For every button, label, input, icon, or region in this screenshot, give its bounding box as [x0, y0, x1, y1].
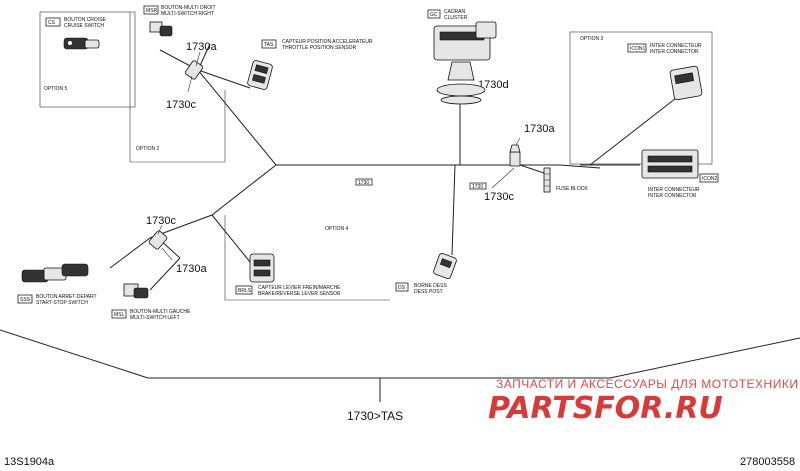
msl-name-en: MULTI-SWITCH LEFT — [130, 315, 180, 321]
option-2-label: OPTION 2 — [136, 146, 160, 152]
msr-code: MSR — [146, 8, 158, 14]
brls-code: BRLS — [238, 288, 252, 294]
msr-name-fr: BOUTON-MULTI DROIT — [161, 5, 216, 11]
callout-1730c-left: 1730c — [146, 215, 176, 227]
brls-connector-icon — [249, 253, 275, 283]
splice-left-icon — [148, 230, 168, 250]
footer-right-code: 278003558 — [740, 456, 795, 468]
wire-tags: 1730 1730 FUSE BLOCK — [355, 167, 588, 193]
option-3-label: OPTION 3 — [580, 36, 604, 42]
splice-top-icon — [184, 60, 204, 80]
splice-right-icon — [509, 144, 521, 167]
wire-boot-icon — [436, 61, 486, 105]
multi-switch-left: MSL BOUTON-MULTI GAUCHE MULTI-SWITCH LEF… — [111, 283, 191, 321]
tas-connector-icon — [247, 60, 273, 90]
callout-1730a-right: 1730a — [524, 123, 555, 135]
gauge-cluster: GC CADRAN CLUSTER — [427, 9, 497, 105]
cruise-switch: CS BOUTON CROISE CRUISE SWITCH — [45, 17, 107, 50]
cruise-switch-code: CS — [48, 20, 56, 26]
icon1-name-en: INTER CONNECTOR — [650, 49, 699, 55]
callout-1730d: 1730d — [478, 79, 509, 91]
harness-wires — [109, 43, 681, 291]
icon1-name-fr: INTER CONNECTEUR — [650, 43, 702, 49]
sss-code: SSS — [20, 297, 31, 303]
inter-connector-1: ICON1 INTER CONNECTEUR INTER CONNECTOR — [627, 43, 703, 101]
start-stop-switch: SSS BOUTON ARRET-DEPART START-STOP SWITC… — [17, 263, 97, 306]
watermark-logo: PARTSFOR.RU — [488, 391, 723, 426]
msr-connector-icon — [149, 21, 173, 37]
msl-connector-icon — [123, 283, 149, 299]
sss-connector-icon — [21, 263, 89, 283]
fuse-block-icon — [543, 167, 551, 193]
cruise-switch-name-fr: BOUTON CROISE — [64, 17, 107, 23]
icon2-code: ICON2 — [702, 176, 718, 182]
tas-name-en: THROTTLE POSITION SENSOR — [282, 45, 357, 51]
callout-1730c-right: 1730c — [484, 191, 514, 203]
throttle-position-sensor: TAS CAPTEUR POSITION ACCELERATEUR THROTT… — [247, 39, 373, 90]
option-frames: OPTION 5 OPTION 2 OPTION 3 OPTION 4 — [39, 11, 713, 301]
msr-name-en: MULTI-SWITCH RIGHT — [161, 11, 214, 17]
gc-name-fr: CADRAN — [444, 9, 466, 15]
brls-name-en: BRAKE/REVERSE LEVER SENSOR — [258, 291, 341, 297]
ds-name-fr: BORNE DESS — [414, 283, 447, 289]
gc-name-en: CLUSTER — [444, 15, 468, 21]
fuse-block-label: FUSE BLOCK — [556, 186, 588, 192]
sss-name-fr: BOUTON ARRET-DEPART — [36, 294, 97, 300]
wire-tag-right: 1730 — [472, 184, 483, 190]
option-5-label: OPTION 5 — [44, 86, 68, 92]
watermark: ЗАПЧАСТИ И АКСЕССУАРЫ ДЛЯ МОТОТЕХНИКИ PA… — [488, 377, 798, 426]
inter-connector-2-icon — [641, 149, 699, 179]
footer-left-code: 13S1904a — [4, 456, 55, 468]
brake-lever-sensor: BRLS CAPTEUR LEVIER FREIN/MARCHE BRAKE/R… — [235, 253, 341, 297]
multi-switch-right: MSR BOUTON-MULTI DROIT MULTI-SWITCH RIGH… — [143, 5, 216, 37]
brls-name-fr: CAPTEUR LEVIER FREIN/MARCHE — [258, 285, 341, 291]
icon2-name-fr: INTER CONNECTEUR — [648, 187, 700, 193]
cluster-connector-icon — [433, 21, 497, 61]
ds-name-en: DESS POST — [414, 289, 443, 295]
icon2-name-en: INTER CONNECTOR — [648, 193, 697, 199]
cruise-switch-connector-icon — [63, 37, 100, 50]
ds-code: DS — [398, 285, 406, 291]
watermark-tagline: ЗАПЧАСТИ И АКСЕССУАРЫ ДЛЯ МОТОТЕХНИКИ — [496, 377, 798, 391]
callouts: 1730a 1730c 1730c 1730a 1730d 1730a 1730… — [146, 41, 555, 275]
tas-name-fr: CAPTEUR POSITION ACCELERATEUR — [282, 39, 373, 45]
sss-name-en: START-STOP SWITCH — [36, 300, 88, 306]
dess-post-connector-icon — [433, 253, 457, 279]
msl-name-fr: BOUTON-MULTI GAUCHE — [130, 309, 191, 315]
msl-code: MSL — [114, 312, 125, 318]
cruise-switch-name-en: CRUISE SWITCH — [64, 23, 104, 29]
harness-bracket: 1730>TAS — [0, 329, 800, 423]
dess-post: DS BORNE DESS DESS POST — [395, 253, 457, 295]
gc-code: GC — [430, 12, 438, 18]
callout-1730a-top: 1730a — [186, 41, 217, 53]
callout-1730c-top: 1730c — [166, 99, 196, 111]
icon1-code: ICON1 — [630, 46, 646, 52]
inter-connector-2: ICON2 INTER CONNECTEUR INTER CONNECTOR — [641, 149, 719, 199]
inter-connector-1-icon — [669, 65, 703, 101]
option-4-label: OPTION 4 — [325, 226, 349, 232]
callout-1730a-left: 1730a — [176, 263, 207, 275]
bottom-reference: 1730>TAS — [347, 409, 403, 423]
tas-code: TAS — [264, 42, 274, 48]
wire-tag-mid: 1730 — [358, 180, 369, 186]
